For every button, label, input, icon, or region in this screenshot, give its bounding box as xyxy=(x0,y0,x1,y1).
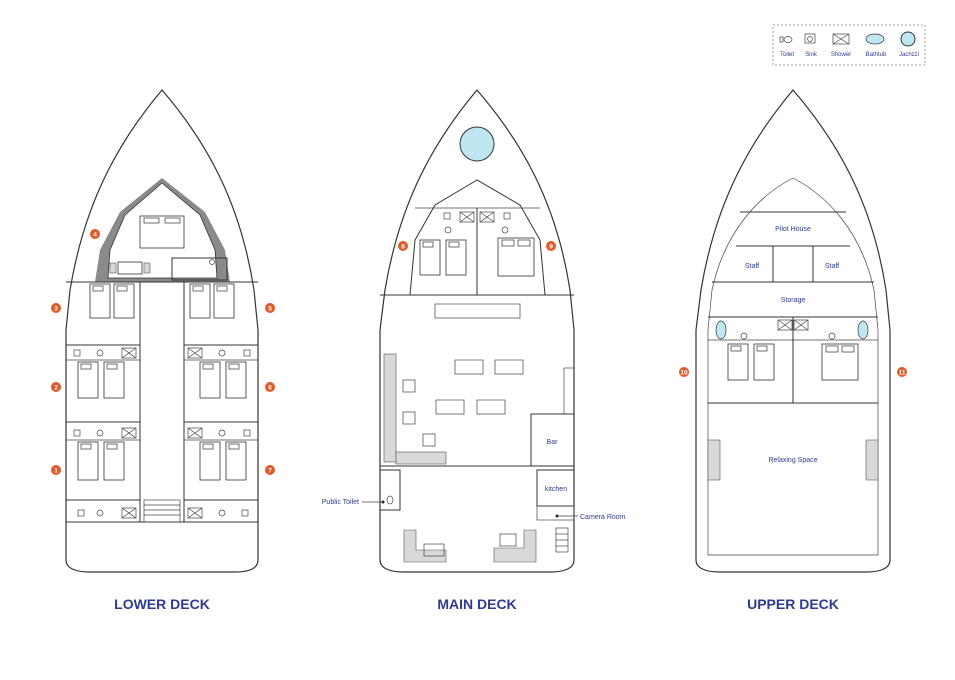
legend-box xyxy=(772,24,926,66)
cabin-11-beds xyxy=(821,343,859,381)
relaxing-space-label: Relaxing Space xyxy=(768,457,817,464)
legend-label: Bathtub xyxy=(866,52,887,58)
upper-deck: Pilot House Staff Staff Storage Relaxing… xyxy=(679,89,907,612)
cabin-marker-8[interactable]: 8 xyxy=(398,241,408,251)
main-stairs xyxy=(555,527,569,553)
cabin-marker-6[interactable]: 6 xyxy=(265,382,275,392)
camera-room-area xyxy=(536,505,575,521)
cabin-marker-3[interactable]: 3 xyxy=(51,303,61,313)
bar-area xyxy=(530,413,575,467)
legend: Toilet Sink Shower Bathtub Jachzzi xyxy=(772,24,926,66)
cabin-marker-7[interactable]: 7 xyxy=(265,465,275,475)
svg-text:2: 2 xyxy=(54,385,58,392)
staff-left-label: Staff xyxy=(745,263,759,270)
cabin-marker-10[interactable]: 10 xyxy=(679,367,689,377)
legend-label: Jachzzi xyxy=(899,52,919,58)
public-toilet-label: Public Toilet xyxy=(322,499,359,506)
svg-text:1: 1 xyxy=(54,468,58,475)
svg-text:11: 11 xyxy=(899,370,906,377)
salon-counter xyxy=(434,303,521,319)
jacuzzi-icon xyxy=(459,126,495,162)
cabin-3-beds xyxy=(89,283,135,319)
svg-text:8: 8 xyxy=(401,244,405,251)
main-forward-fixtures xyxy=(443,211,511,234)
salon-sofa xyxy=(383,353,397,463)
svg-text:9: 9 xyxy=(549,244,553,251)
jacuzzi-icon xyxy=(900,31,916,47)
camera-room-label: Camera Room xyxy=(580,514,626,521)
lower-stairs xyxy=(143,499,181,523)
cabin-6-beds xyxy=(199,361,247,399)
cabin-marker-4[interactable]: 4 xyxy=(90,229,100,239)
lower-bathroom-fixtures xyxy=(73,347,251,519)
kitchen-label: kitchen xyxy=(545,486,567,493)
bathtub-icon xyxy=(715,320,727,340)
svg-text:7: 7 xyxy=(268,468,272,475)
legend-label: Toilet xyxy=(780,52,794,58)
main-deck-hull xyxy=(379,89,575,573)
cabin-10-beds xyxy=(727,343,775,381)
bathtub-icon xyxy=(865,33,885,45)
cabin-9-beds xyxy=(497,237,535,277)
toilet-icon xyxy=(779,36,793,43)
cabin-marker-2[interactable]: 2 xyxy=(51,382,61,392)
lower-deck: 4 3 5 2 6 1 7 LOWER DECK xyxy=(51,89,275,612)
lower-deck-title: LOWER DECK xyxy=(114,596,210,612)
bathtub-icon xyxy=(857,320,869,340)
bar-label: Bar xyxy=(547,439,559,446)
relaxing-sofa-left xyxy=(707,439,721,481)
upper-deck-title: UPPER DECK xyxy=(747,596,839,612)
cabin-7-beds xyxy=(199,441,247,481)
svg-text:5: 5 xyxy=(268,306,272,313)
storage-label: Storage xyxy=(781,297,806,304)
cabin-2-beds xyxy=(77,361,125,399)
cabin-5-beds xyxy=(189,283,235,319)
svg-text:10: 10 xyxy=(680,370,688,377)
main-deck: Bar kitchen Camera Room Public Toilet 8 … xyxy=(322,89,626,612)
sink-icon xyxy=(804,33,816,44)
legend-label: Sink xyxy=(805,52,818,58)
svg-text:4: 4 xyxy=(93,232,97,239)
main-deck-title: MAIN DECK xyxy=(437,596,516,612)
cabin-marker-5[interactable]: 5 xyxy=(265,303,275,313)
pilot-house-label: Pilot House xyxy=(775,226,811,233)
cabin-1-beds xyxy=(77,441,125,481)
legend-label: Shower xyxy=(831,52,851,58)
svg-text:6: 6 xyxy=(268,385,272,392)
public-toilet-area xyxy=(379,469,401,511)
staff-right-label: Staff xyxy=(825,263,839,270)
cabin-8-beds xyxy=(419,239,467,276)
cabin-marker-9[interactable]: 9 xyxy=(546,241,556,251)
shower-icon xyxy=(832,33,850,45)
relaxing-sofa-right xyxy=(865,439,879,481)
cabin-marker-1[interactable]: 1 xyxy=(51,465,61,475)
cabin-marker-11[interactable]: 11 xyxy=(897,367,907,377)
svg-text:3: 3 xyxy=(54,306,58,313)
